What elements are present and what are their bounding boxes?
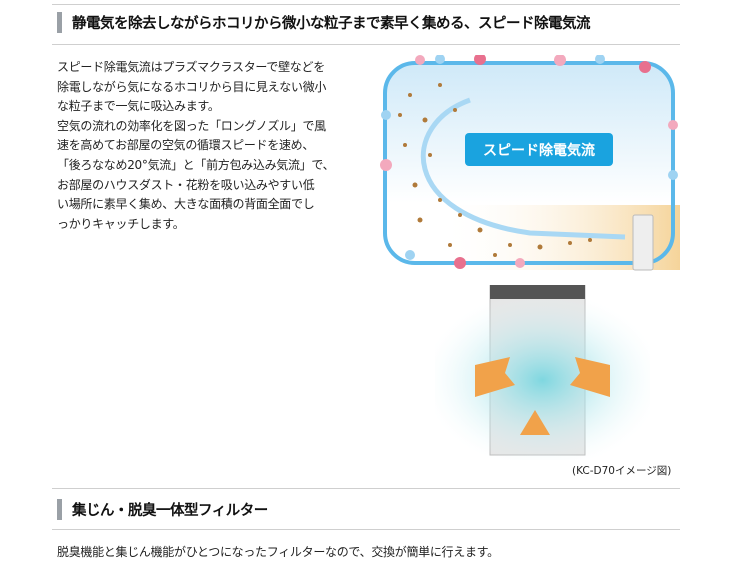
section-heading: 集じん・脱臭一体型フィルター xyxy=(57,498,268,520)
section-heading: 静電気を除去しながらホコリから微小な粒子まで素早く集める、スピード除電気流 xyxy=(57,11,591,33)
heading-bar xyxy=(57,498,62,520)
divider xyxy=(52,488,680,489)
airflow-diagram: スピード除電気流 xyxy=(380,55,680,271)
divider xyxy=(52,529,680,530)
air-purifier-image xyxy=(435,285,650,460)
image-caption: (KC-D70イメージ図) xyxy=(572,465,672,477)
section-title: 静電気を除去しながらホコリから微小な粒子まで素早く集める、スピード除電気流 xyxy=(72,15,591,32)
dust-particles xyxy=(398,83,592,257)
divider xyxy=(52,4,680,5)
diagram-label: スピード除電気流 xyxy=(483,142,595,159)
filter-description: 脱臭機能と集じん機能がひとつになったフィルターなので、交換が簡単に行えます。 xyxy=(57,545,499,559)
heading-bar xyxy=(57,11,62,33)
ion-particles xyxy=(380,55,678,269)
description-text: スピード除電気流はプラズマクラスターで壁などを 除電しながら気になるホコリから目… xyxy=(57,60,335,231)
divider xyxy=(52,44,680,45)
section-title: 集じん・脱臭一体型フィルター xyxy=(72,502,268,519)
